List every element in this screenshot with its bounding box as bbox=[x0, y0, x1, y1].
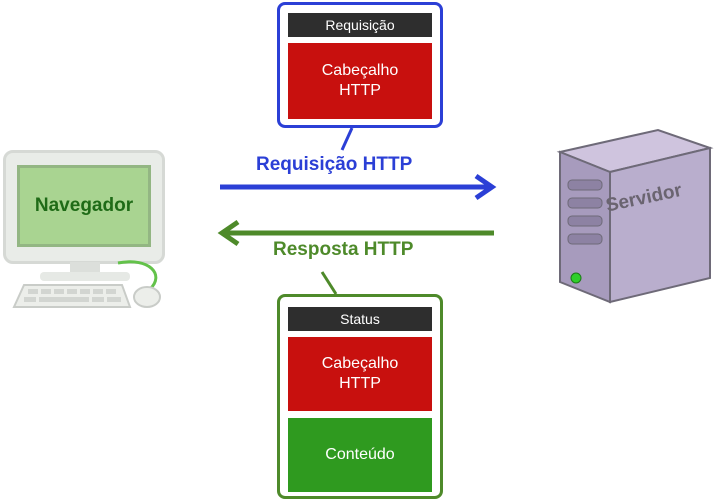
browser-screen: Navegador bbox=[17, 165, 151, 247]
keyboard-mouse-icon bbox=[12, 260, 161, 308]
monitor-base bbox=[40, 272, 130, 281]
response-connector bbox=[320, 271, 338, 295]
request-header-label: Requisição bbox=[288, 13, 432, 37]
request-header-block: Cabeçalho HTTP bbox=[288, 43, 432, 119]
browser-monitor: Navegador bbox=[3, 150, 165, 264]
power-led-icon bbox=[570, 272, 582, 284]
response-header-block: Cabeçalho HTTP bbox=[288, 337, 432, 411]
http-request-box: Requisição Cabeçalho HTTP bbox=[277, 2, 443, 128]
response-arrowhead bbox=[217, 219, 240, 247]
response-status-label: Status bbox=[288, 307, 432, 331]
server-tower-icon bbox=[556, 128, 714, 304]
request-arrowhead bbox=[474, 173, 497, 201]
response-content-block: Conteúdo bbox=[288, 418, 432, 492]
http-response-box: Status Cabeçalho HTTP Conteúdo bbox=[277, 294, 443, 499]
response-arrow-label: Resposta HTTP bbox=[273, 239, 414, 260]
request-arrow-label: Requisição HTTP bbox=[256, 154, 413, 175]
request-connector bbox=[340, 127, 354, 151]
